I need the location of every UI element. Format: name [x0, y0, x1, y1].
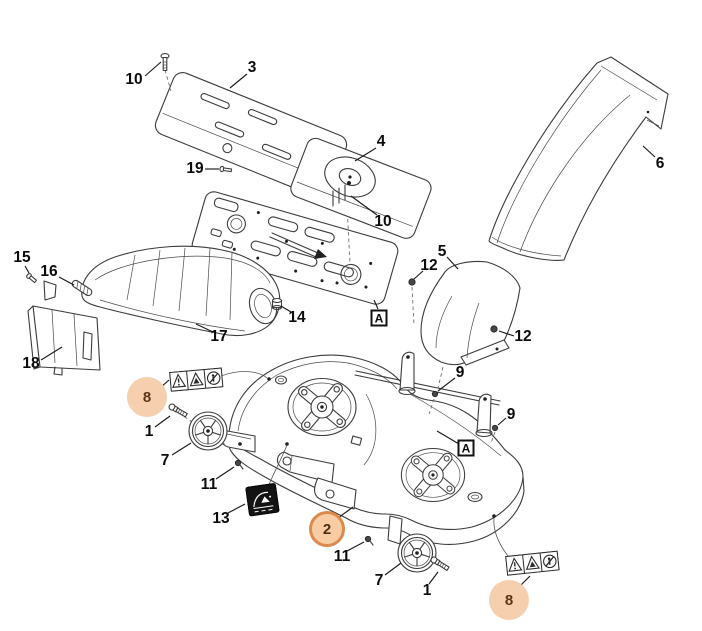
leader-line-4 — [354, 147, 377, 162]
part-callout-9-15: 9 — [455, 364, 465, 381]
part-deflector-chute — [420, 260, 521, 366]
part-callout-14-10: 14 — [288, 309, 306, 326]
leader-lines — [24, 61, 656, 589]
part-callout-18-9: 18 — [22, 355, 40, 372]
leader-line-A — [436, 430, 460, 445]
leader-line-12 — [413, 270, 424, 280]
leader-line-12 — [498, 330, 515, 337]
screw-11 — [234, 459, 244, 470]
part-callout-12-14: 12 — [514, 328, 532, 345]
part-callout-16-7: 16 — [40, 263, 58, 280]
part-rear-cover — [290, 137, 432, 239]
part-callout-4-3: 4 — [376, 133, 386, 150]
leader-line-6 — [642, 145, 656, 158]
leader-line-10 — [144, 61, 162, 77]
leader-line-16 — [58, 276, 75, 286]
blade-label-icon — [245, 482, 280, 517]
leader-line-18 — [40, 346, 63, 361]
part-hotspot-2-23[interactable]: 2 — [309, 511, 345, 547]
bolt-1 — [167, 402, 189, 419]
screw-19 — [219, 165, 233, 173]
fasteners — [26, 53, 499, 572]
part-callout-11-21: 11 — [200, 476, 218, 493]
warning-label-icon — [169, 367, 224, 392]
part-callout-6-5: 6 — [655, 155, 665, 172]
part-callout-A-17: A — [457, 439, 475, 457]
part-callout-10-0: 10 — [125, 71, 143, 88]
part-mower-deck — [219, 351, 525, 545]
leader-line-13 — [227, 503, 246, 514]
leader-line-3 — [229, 73, 248, 89]
part-callout-17-8: 17 — [210, 328, 228, 345]
screw-15 — [26, 273, 38, 284]
part-hotspot-8-27[interactable]: 8 — [489, 580, 529, 620]
deck-brackets — [219, 429, 403, 545]
part-callout-9-16: 9 — [506, 406, 516, 423]
leader-line-11 — [215, 466, 235, 480]
part-ejection-chute — [488, 56, 669, 261]
part-callout-A-11: A — [370, 309, 388, 327]
part-hotspot-8-18[interactable]: 8 — [127, 377, 167, 417]
front-wheel — [188, 411, 228, 451]
leader-line-11 — [346, 541, 365, 552]
part-grass-duct — [81, 245, 281, 337]
leader-line-5 — [446, 256, 459, 270]
leader-line-17 — [195, 323, 214, 333]
sticker-indicator-lines — [220, 371, 509, 557]
part-callout-10-4: 10 — [374, 213, 392, 230]
chute-support-arms — [354, 351, 501, 438]
leader-line-10 — [350, 195, 378, 216]
rear-wheel — [397, 533, 437, 573]
part-callout-7-20: 7 — [160, 452, 170, 469]
part-callout-1-19: 1 — [144, 423, 154, 440]
part-callout-19-2: 19 — [186, 160, 204, 177]
part-callout-13-22: 13 — [212, 510, 230, 527]
screws-10-cluster — [332, 181, 351, 207]
part-mounting-plate — [191, 191, 399, 305]
spring-16 — [71, 279, 93, 297]
leader-line-7 — [384, 562, 402, 576]
leader-line-7 — [171, 442, 192, 456]
leader-line-9 — [437, 377, 456, 392]
leader-line-1 — [154, 415, 171, 428]
leader-line-14 — [280, 305, 292, 313]
part-callout-7-25: 7 — [374, 572, 384, 589]
part-callout-5-12: 5 — [437, 243, 447, 260]
part-callout-11-24: 11 — [333, 548, 351, 565]
nut-14 — [271, 297, 283, 311]
warning-label-icon — [505, 550, 560, 576]
leader-line-15 — [24, 265, 30, 274]
part-callout-1-26: 1 — [422, 582, 432, 599]
screw-10 — [160, 53, 170, 72]
screw-12 — [408, 278, 416, 286]
screw-12 — [490, 325, 498, 333]
part-callout-15-6: 15 — [13, 249, 31, 266]
part-callout-12-13: 12 — [420, 257, 438, 274]
screw-11 — [364, 535, 374, 546]
screw-9 — [491, 424, 499, 432]
leader-line-9 — [497, 417, 507, 426]
leader-line-A — [373, 299, 379, 310]
part-callout-3-1: 3 — [247, 59, 257, 76]
leader-line-1 — [428, 571, 439, 585]
screw-9 — [431, 390, 439, 398]
